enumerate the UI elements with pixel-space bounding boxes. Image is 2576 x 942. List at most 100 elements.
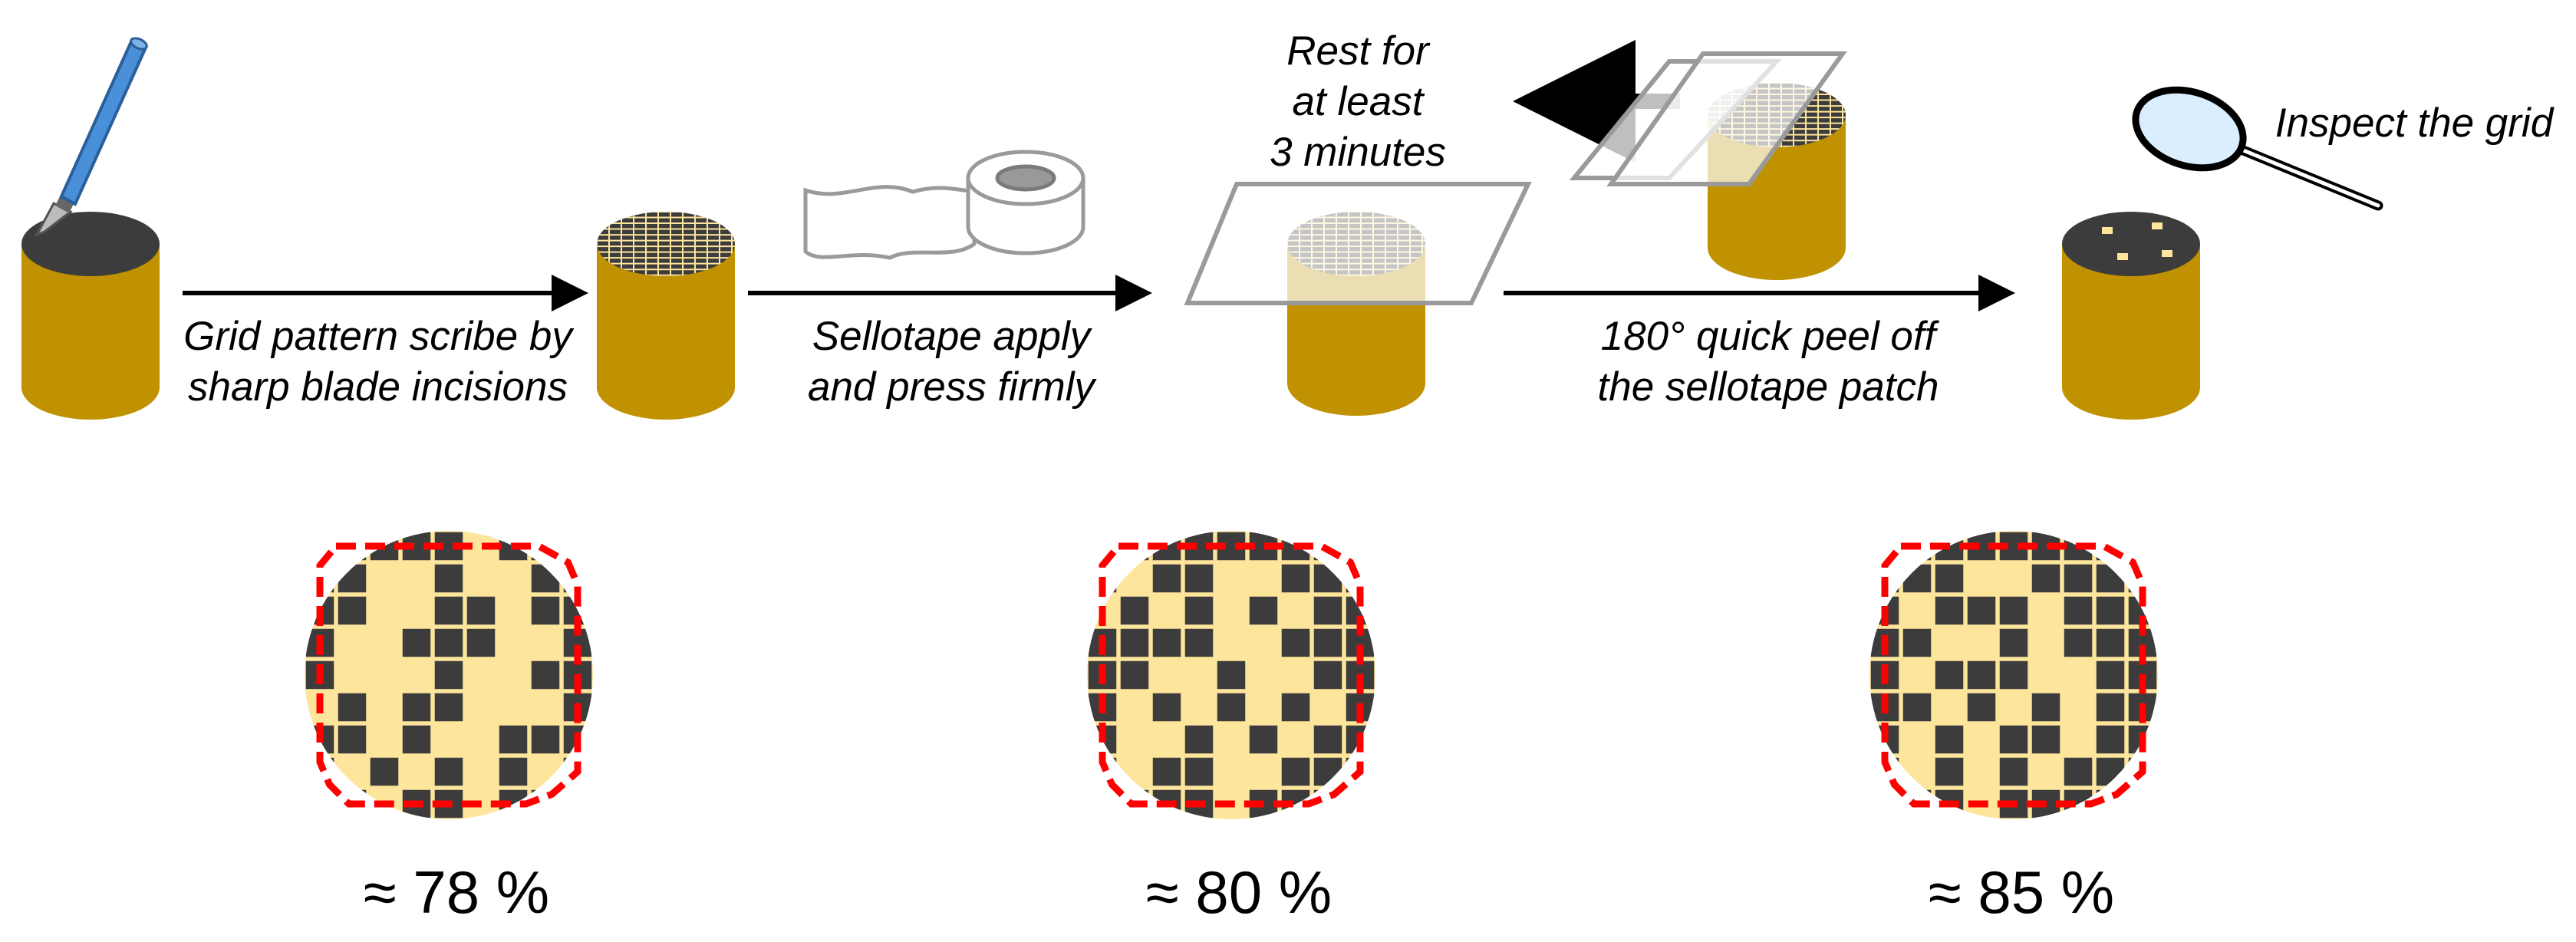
- peeled-cell: [2031, 660, 2060, 690]
- intact-cell: [2161, 532, 2189, 561]
- peeled-cell: [499, 596, 528, 625]
- intact-cell: [434, 628, 463, 657]
- peeled-cell: [499, 660, 528, 690]
- result-label-80: ≈ 80 %: [1145, 858, 1332, 926]
- intact-cell: [1999, 725, 2028, 754]
- peeled-cell: [402, 660, 431, 690]
- intact-cell: [1121, 500, 1149, 529]
- intact-cell: [1281, 757, 1310, 786]
- intact-cell: [2000, 822, 2028, 851]
- intact-cell: [1120, 660, 1149, 690]
- intact-cell: [1056, 758, 1085, 786]
- intact-cell: [1089, 500, 1117, 529]
- intact-cell: [596, 532, 624, 561]
- intact-cell: [1282, 500, 1310, 529]
- intact-cell: [1249, 725, 1278, 754]
- intact-cell: [1839, 693, 1867, 722]
- intact-cell: [1935, 757, 1964, 786]
- peeled-cell: [370, 564, 399, 593]
- intact-cell: [305, 789, 334, 818]
- intact-cell: [306, 500, 334, 529]
- intact-cell: [1935, 725, 1964, 754]
- peeled-cell: [1967, 725, 1996, 754]
- intact-region-outline: [1099, 542, 1364, 808]
- intact-cell: [1379, 758, 1407, 786]
- intact-cell: [2161, 661, 2189, 690]
- intact-cell: [435, 500, 463, 529]
- intact-cell: [402, 693, 431, 722]
- intact-cell: [274, 629, 302, 657]
- intact-cell: [1903, 822, 1932, 851]
- intact-cell: [403, 500, 431, 529]
- intact-cell: [2128, 789, 2157, 818]
- intact-cell: [2000, 500, 2028, 529]
- intact-cell: [1250, 822, 1278, 851]
- peeled-cell: [1935, 628, 1964, 657]
- intact-cell: [1184, 596, 1214, 625]
- intact-cell: [1313, 596, 1342, 625]
- intact-cell: [596, 597, 624, 625]
- intact-cell: [338, 596, 367, 625]
- sample-scribed: [597, 212, 735, 420]
- peeled-cell: [1281, 660, 1310, 690]
- intact-cell: [1839, 726, 1867, 754]
- peeled-cell: [1249, 757, 1278, 786]
- peeled-cell: [1249, 660, 1278, 690]
- intact-cell: [1999, 757, 2028, 786]
- intact-cell: [596, 822, 624, 851]
- intact-cell: [1871, 500, 1899, 529]
- peeled-cell: [1120, 564, 1149, 593]
- intact-cell: [403, 822, 431, 851]
- intact-cell: [499, 822, 528, 851]
- peeled-cell: [531, 628, 560, 657]
- sample-uncut: [21, 212, 160, 420]
- peeled-cell: [1120, 757, 1149, 786]
- peeled-cell: [466, 757, 496, 786]
- intact-cell: [596, 565, 624, 593]
- intact-cell: [1184, 757, 1214, 786]
- intact-cell: [532, 822, 560, 851]
- intact-cell: [1217, 822, 1246, 851]
- intact-cell: [1999, 660, 2028, 690]
- peeled-cell: [1935, 693, 1964, 722]
- intact-cell: [596, 661, 624, 690]
- intact-cell: [2161, 500, 2189, 529]
- peeled-cell: [370, 693, 399, 722]
- intact-cell: [1153, 500, 1181, 529]
- intact-cell: [1902, 628, 1932, 657]
- intact-cell: [564, 500, 592, 529]
- intact-cell: [2096, 725, 2125, 754]
- intact-cell: [1839, 532, 1867, 561]
- peeled-cell: [1281, 596, 1310, 625]
- intact-cell: [2096, 596, 2125, 625]
- intact-cell: [1217, 693, 1246, 722]
- intact-cell: [2161, 597, 2189, 625]
- magnifier-icon: [2132, 86, 2383, 211]
- intact-cell: [434, 757, 463, 786]
- intact-cell: [2161, 693, 2189, 722]
- intact-cell: [1379, 822, 1407, 851]
- intact-cell: [1839, 758, 1867, 786]
- peeled-cell: [2031, 757, 2060, 786]
- intact-cell: [1967, 596, 1996, 625]
- peeled-cell: [338, 660, 367, 690]
- intact-cell: [274, 597, 302, 625]
- peeled-cell: [1152, 660, 1181, 690]
- intact-cell: [1968, 500, 1996, 529]
- intact-region-outline: [1881, 542, 2146, 808]
- intact-cell: [1935, 660, 1964, 690]
- result-disk-78: [274, 500, 624, 851]
- peeled-cell: [370, 725, 399, 754]
- intact-cell: [1056, 597, 1085, 625]
- intact-cell: [1999, 596, 2028, 625]
- result-disk-80: [1056, 500, 1407, 851]
- intact-cell: [532, 500, 560, 529]
- peeled-cell: [466, 693, 496, 722]
- intact-cell: [1839, 661, 1867, 690]
- peeled-cell: [1184, 693, 1214, 722]
- peeled-cell: [466, 725, 496, 754]
- intact-cell: [274, 532, 302, 561]
- intact-cell: [2161, 565, 2189, 593]
